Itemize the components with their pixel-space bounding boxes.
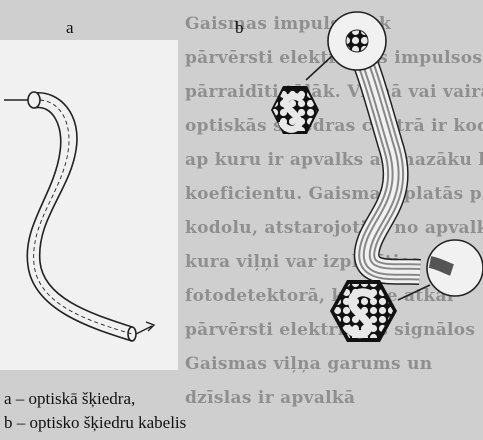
connector-line (398, 285, 430, 300)
fiber-cable-icon (356, 40, 420, 272)
label-a: a (66, 18, 74, 38)
caption-b: b – optisko šķiedru kabelis (4, 413, 186, 433)
label-b: b (235, 18, 244, 38)
magnifier-circle-bottom (427, 240, 483, 296)
magnifier-circle-top (328, 12, 386, 70)
hexagon-cross-section-icon (271, 86, 319, 134)
connector-line (306, 56, 332, 80)
panel-a-background (0, 40, 178, 370)
caption-a: a – optiskā šķiedra, (4, 389, 135, 409)
hexagon-cross-section-icon (330, 280, 397, 342)
